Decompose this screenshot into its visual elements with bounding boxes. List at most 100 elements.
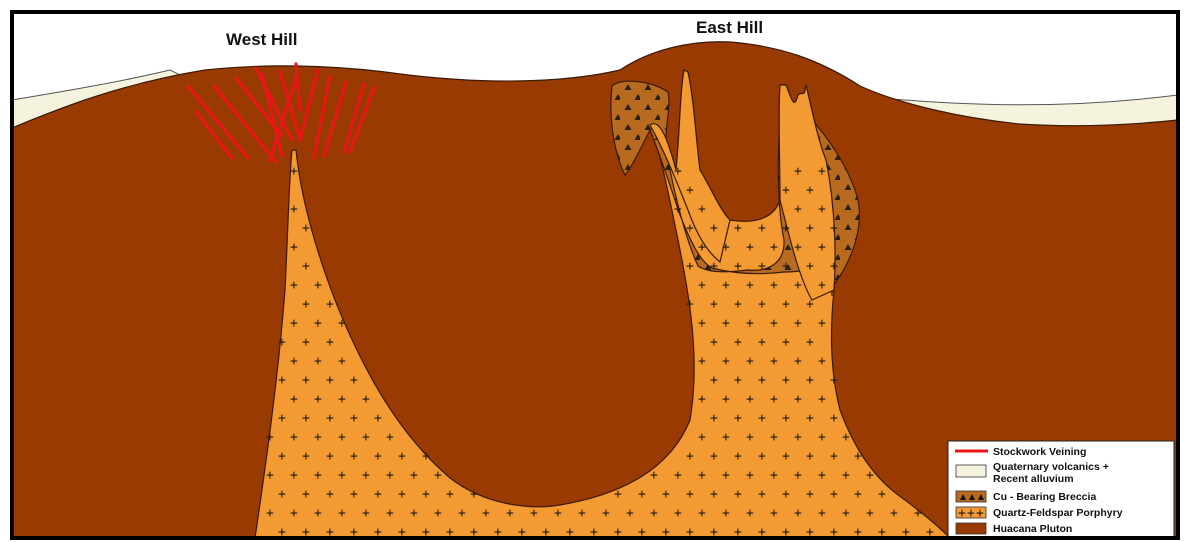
porphyry-plus-mark: +: [818, 506, 826, 521]
porphyry-plus-mark: +: [386, 506, 394, 521]
porphyry-plus-mark: +: [698, 316, 706, 331]
porphyry-plus-mark: +: [350, 449, 358, 464]
porphyry-plus-mark: +: [698, 278, 706, 293]
porphyry-plus-mark: +: [830, 449, 838, 464]
porphyry-plus-mark: +: [794, 164, 802, 179]
porphyry-plus-mark: +: [338, 468, 346, 483]
porphyry-plus-mark: +: [782, 449, 790, 464]
legend-item-pluton: Huacana Pluton: [956, 523, 1072, 535]
porphyry-plus-mark: +: [650, 506, 658, 521]
porphyry-plus-mark: +: [374, 411, 382, 426]
porphyry-plus-mark: +: [314, 278, 322, 293]
porphyry-plus-mark: +: [338, 506, 346, 521]
porphyry-plus-mark: +: [782, 373, 790, 388]
porphyry-plus-mark: +: [818, 202, 826, 217]
porphyry-plus-mark: +: [386, 430, 394, 445]
porphyry-plus-mark: +: [758, 487, 766, 502]
porphyry-plus-mark: +: [890, 506, 898, 521]
porphyry-plus-mark: +: [422, 487, 430, 502]
porphyry-plus-mark: +: [554, 506, 562, 521]
porphyry-plus-mark: +: [422, 449, 430, 464]
porphyry-plus-mark: +: [326, 411, 334, 426]
porphyry-plus-mark: +: [722, 278, 730, 293]
porphyry-plus-mark: +: [470, 487, 478, 502]
porphyry-plus-mark: +: [758, 411, 766, 426]
porphyry-plus-mark: +: [314, 354, 322, 369]
porphyry-plus-mark: +: [854, 487, 862, 502]
porphyry-plus-mark: +: [806, 221, 814, 236]
porphyry-plus-mark: +: [710, 449, 718, 464]
porphyry-plus-mark: +: [722, 240, 730, 255]
porphyry-plus-mark: +: [326, 297, 334, 312]
porphyry-plus-mark: +: [818, 430, 826, 445]
porphyry-plus-mark: +: [746, 316, 754, 331]
porphyry-plus-mark: +: [794, 392, 802, 407]
porphyry-plus-mark: +: [722, 316, 730, 331]
porphyry-plus-mark: +: [770, 278, 778, 293]
porphyry-plus-mark: +: [338, 316, 346, 331]
porphyry-plus-mark: +: [794, 316, 802, 331]
porphyry-plus-mark: +: [818, 468, 826, 483]
porphyry-plus-mark: +: [326, 335, 334, 350]
porphyry-plus-mark: +: [290, 316, 298, 331]
porphyry-plus-mark: +: [710, 221, 718, 236]
porphyry-plus-mark: +: [686, 259, 694, 274]
porphyry-plus-mark: +: [830, 221, 838, 236]
porphyry-plus-mark: +: [710, 411, 718, 426]
porphyry-plus-mark: +: [746, 354, 754, 369]
porphyry-plus-mark: +: [662, 487, 670, 502]
porphyry-plus-mark: +: [314, 506, 322, 521]
porphyry-plus-mark: +: [746, 468, 754, 483]
porphyry-plus-mark: +: [302, 373, 310, 388]
porphyry-plus-mark: +: [446, 487, 454, 502]
porphyry-plus-mark: +: [782, 487, 790, 502]
porphyry-plus-mark: +: [278, 373, 286, 388]
porphyry-plus-mark: +: [794, 468, 802, 483]
porphyry-plus-mark: +: [362, 506, 370, 521]
porphyry-plus-mark: +: [290, 506, 298, 521]
porphyry-plus-mark: +: [302, 221, 310, 236]
porphyry-plus-mark: +: [278, 449, 286, 464]
porphyry-plus-mark: +: [770, 354, 778, 369]
porphyry-plus-mark: +: [758, 449, 766, 464]
porphyry-plus-mark: +: [818, 164, 826, 179]
porphyry-plus-mark: +: [302, 449, 310, 464]
porphyry-plus-mark: +: [758, 221, 766, 236]
porphyry-plus-mark: +: [758, 373, 766, 388]
porphyry-plus-mark: +: [266, 506, 274, 521]
porphyry-plus-mark: +: [794, 240, 802, 255]
porphyry-plus-mark: +: [434, 506, 442, 521]
porphyry-plus-mark: +: [710, 487, 718, 502]
porphyry-plus-mark: +: [698, 202, 706, 217]
porphyry-plus-mark: +: [758, 259, 766, 274]
porphyry-plus-mark: +: [698, 240, 706, 255]
porphyry-plus-mark: +: [314, 468, 322, 483]
porphyry-plus-mark: +: [350, 411, 358, 426]
porphyry-plus-mark: +: [782, 335, 790, 350]
porphyry-plus-mark: +: [710, 335, 718, 350]
porphyry-plus-mark: +: [314, 316, 322, 331]
porphyry-plus-mark: +: [290, 392, 298, 407]
porphyry-plus-mark: +: [266, 430, 274, 445]
porphyry-plus-mark: +: [914, 506, 922, 521]
porphyry-plus-mark: +: [530, 506, 538, 521]
porphyry-plus-mark: +: [314, 392, 322, 407]
porphyry-plus-mark: +: [338, 392, 346, 407]
porphyry-plus-mark: +: [746, 506, 754, 521]
porphyry-plus-mark: +: [806, 259, 814, 274]
porphyry-plus-mark: +: [830, 373, 838, 388]
legend-item-porphyry: + + + Quartz-Feldspar Porphyry: [956, 506, 1123, 521]
porphyry-plus-mark: +: [854, 449, 862, 464]
porphyry-plus-mark: +: [674, 468, 682, 483]
porphyry-plus-mark: +: [806, 487, 814, 502]
porphyry-plus-mark: +: [794, 354, 802, 369]
porphyry-plus-mark: +: [734, 259, 742, 274]
porphyry-plus-mark: +: [734, 449, 742, 464]
porphyry-plus-mark: +: [674, 164, 682, 179]
porphyry-plus-mark: +: [830, 259, 838, 274]
porphyry-plus-mark: +: [410, 506, 418, 521]
porphyry-plus-mark: +: [698, 392, 706, 407]
porphyry-plus-mark: +: [626, 506, 634, 521]
porphyry-plus-mark: +: [482, 506, 490, 521]
